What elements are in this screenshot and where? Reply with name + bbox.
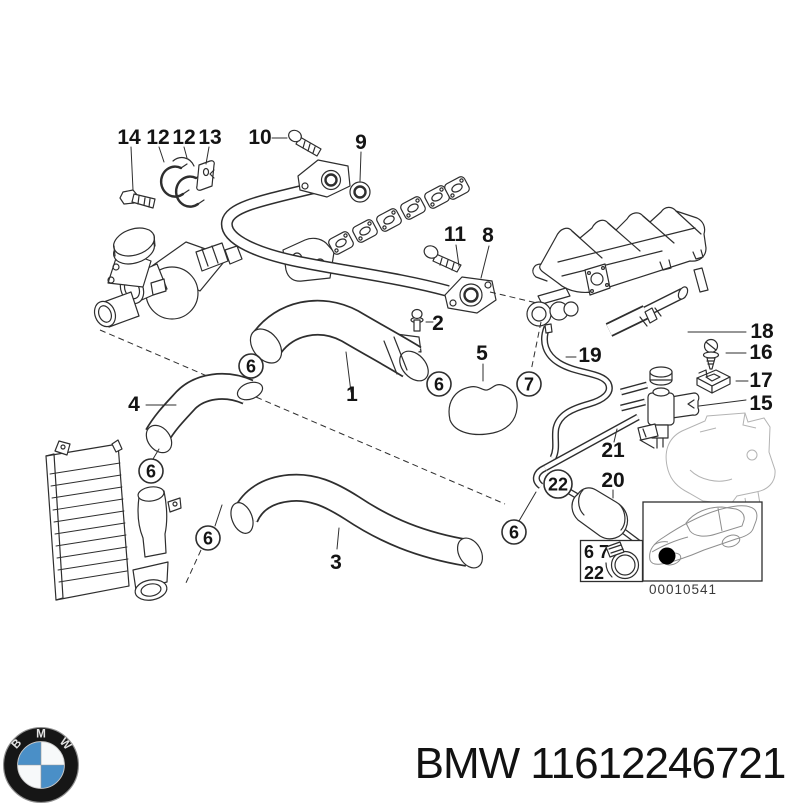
callout-labels: 14 12 12 13 10 9 11 8 2 5 1 4 19 18 16 1…: [117, 126, 774, 574]
charge-pipe-1-drawing: [244, 310, 434, 382]
callout-15: 15: [749, 392, 773, 415]
screw-16-drawing: [702, 338, 720, 370]
callout-19: 19: [578, 344, 601, 367]
circled-callout-7: 7: [516, 371, 542, 397]
callout-14: 14: [117, 126, 141, 149]
hose-3-drawing: [230, 488, 484, 569]
callout-9: 9: [355, 131, 367, 154]
egr-pipe-drawing: [227, 159, 497, 314]
location-dot: [658, 547, 676, 565]
svg-text:6: 6: [203, 529, 213, 549]
callout-8: 8: [482, 224, 494, 247]
callout-17: 17: [749, 369, 772, 392]
callout-16: 16: [749, 341, 772, 364]
bolt-10-drawing: [288, 129, 322, 157]
roundel-blue-quadrant: [41, 765, 65, 789]
callout-20: 20: [601, 469, 624, 492]
parts-diagram-drawing: 6 7 22 00010541 14 12 12 13 10 9 11 8 2: [45, 126, 776, 601]
callout-12a: 12: [146, 126, 169, 149]
mounting-bracket-faint-drawing: [665, 412, 776, 518]
svg-text:7: 7: [524, 375, 534, 395]
callout-2: 2: [432, 312, 444, 335]
circled-callout-6d: 6: [195, 525, 221, 551]
callout-11: 11: [444, 223, 467, 246]
logo-letter-m: M: [36, 728, 46, 741]
hose-4-drawing: [141, 379, 264, 454]
callout-3: 3: [330, 551, 342, 574]
callout-13: 13: [198, 126, 221, 149]
clip-nut-17-drawing: [696, 369, 731, 394]
legend-row1: 6 7: [584, 542, 609, 562]
vacuum-reservoir-20-drawing: [560, 486, 651, 548]
thumbnail-code: 00010541: [649, 582, 717, 597]
circled-callout-6b: 6: [426, 371, 452, 397]
circled-callout-6a: 6: [238, 353, 264, 379]
clamp-parts-drawing: [119, 156, 215, 209]
bmw-logo: B M W: [2, 726, 80, 804]
svg-text:22: 22: [548, 475, 568, 495]
vehicle-thumbnail: 00010541: [642, 501, 763, 597]
air-valve-drawing: [526, 287, 609, 458]
hose-clamp-icon: [605, 541, 640, 580]
part-number-text: BMW 11612246721: [414, 739, 787, 788]
elbow-duct-5-drawing: [448, 384, 518, 436]
callout-18: 18: [750, 320, 774, 343]
leader-lines: [130, 137, 749, 586]
callout-12b: 12: [172, 126, 195, 149]
assembly-dashed-line: [99, 329, 506, 505]
callout-10: 10: [248, 126, 271, 149]
svg-text:6: 6: [434, 375, 444, 395]
intercooler-drawing: [45, 439, 182, 601]
vent-pipe-18-drawing: [609, 286, 690, 330]
circled-callout-22: 22: [543, 469, 573, 499]
pressure-converter-15-drawing: [621, 366, 700, 449]
turbocharger-drawing: [93, 227, 335, 328]
bolt-11-drawing: [423, 245, 462, 273]
callout-1: 1: [346, 383, 358, 406]
svg-text:6: 6: [509, 523, 519, 543]
svg-text:6: 6: [246, 357, 256, 377]
callout-21: 21: [601, 439, 625, 462]
svg-text:6: 6: [146, 462, 156, 482]
callout-5: 5: [476, 342, 488, 365]
circled-callout-6e: 6: [501, 519, 527, 545]
callout-4: 4: [128, 393, 140, 416]
car-sketch: [649, 505, 758, 566]
legend-box: 6 7 22: [579, 539, 644, 583]
circled-callouts: 6 6 7 6 6 6 22: [138, 353, 573, 551]
circled-callout-6c: 6: [138, 458, 164, 484]
roundel-blue-quadrant: [17, 741, 41, 765]
legend-row2: 22: [584, 563, 604, 583]
intake-manifold-drawing: [532, 206, 709, 296]
washer-9-drawing: [349, 181, 371, 203]
